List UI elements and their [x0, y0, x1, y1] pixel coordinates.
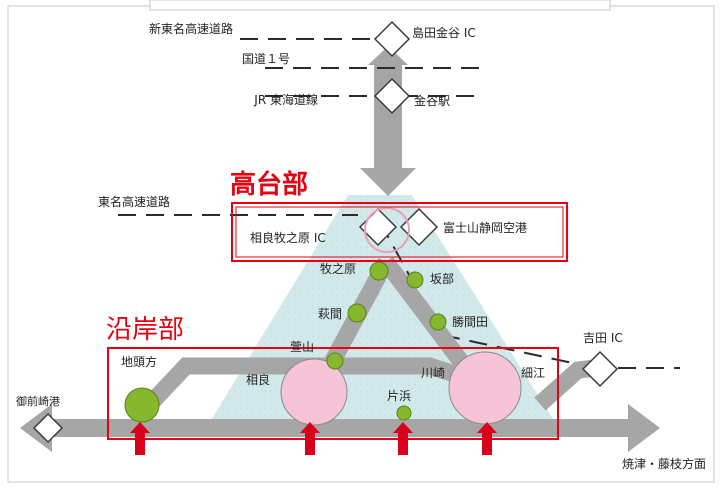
hagima-label: 萩間	[318, 307, 342, 321]
makinohara-label: 牧之原	[320, 262, 356, 276]
ic-highlight-ring	[364, 207, 410, 253]
airport-label: 富士山静岡空港	[443, 220, 527, 235]
jitogata-label: 地頭方	[121, 354, 157, 369]
upland-box-inner	[235, 206, 564, 258]
kanaya-station-label: 金谷駅	[414, 93, 450, 108]
coastal-zone-title: 沿岸部	[106, 315, 184, 345]
kayama-node	[326, 352, 344, 370]
kawasaki-circle	[448, 351, 522, 425]
omaezaki-port-diamond	[32, 412, 64, 444]
sakabe-node	[406, 271, 424, 289]
kanaya-station-diamond	[373, 77, 411, 115]
omaezaki-port-label: 御前崎港	[16, 394, 60, 408]
sagara-circle	[280, 358, 348, 426]
shin-tomei-label: 新東名高速道路	[149, 21, 233, 36]
hosoe-label: 細江	[521, 366, 545, 380]
top-tab	[149, 0, 611, 11]
evac-arrow-4	[477, 422, 497, 455]
east-arrowhead	[628, 404, 660, 452]
upland-zone-title: 高台部	[230, 169, 308, 200]
shimada-kanaya-ic-label: 島田金谷 IC	[412, 25, 476, 40]
makinohara-node	[369, 261, 389, 281]
kayama-label: 萱山	[290, 340, 314, 354]
zone-boxes	[107, 202, 568, 440]
hagima-node	[347, 303, 367, 323]
evac-arrow-2	[300, 422, 320, 455]
katsumata-label: 勝間田	[452, 314, 488, 329]
tomei-label: 東名高速道路	[98, 194, 170, 209]
evacuation-arrows	[130, 422, 497, 455]
yaizu-fujieda-label: 焼津・藤枝方面	[622, 456, 706, 471]
kawasaki-label: 川崎	[421, 366, 445, 380]
sakabe-label: 坂部	[430, 271, 454, 286]
jitogata-node	[124, 387, 160, 423]
katsumata-node	[429, 313, 447, 331]
katahama-node	[396, 405, 412, 421]
upland-box-outer	[231, 202, 568, 262]
evac-arrow-3	[393, 422, 413, 455]
route1-label: 国道１号	[242, 52, 290, 66]
coastal-box	[107, 347, 559, 440]
katahama-label: 片浜	[387, 389, 411, 403]
green-nodes	[124, 261, 447, 423]
access-arrow	[360, 46, 416, 196]
yoshida-ic-label: 吉田 IC	[583, 331, 623, 345]
evac-arrow-1	[130, 422, 150, 455]
shimada-kanaya-ic-diamond	[373, 20, 411, 58]
yoshida-ic-diamond	[581, 350, 619, 388]
sagara-label: 相良	[246, 372, 270, 387]
jr-tokaido-label: JR 東海道線	[253, 92, 318, 107]
sagara-makinohara-ic-label: 相良牧之原 IC	[250, 230, 326, 245]
